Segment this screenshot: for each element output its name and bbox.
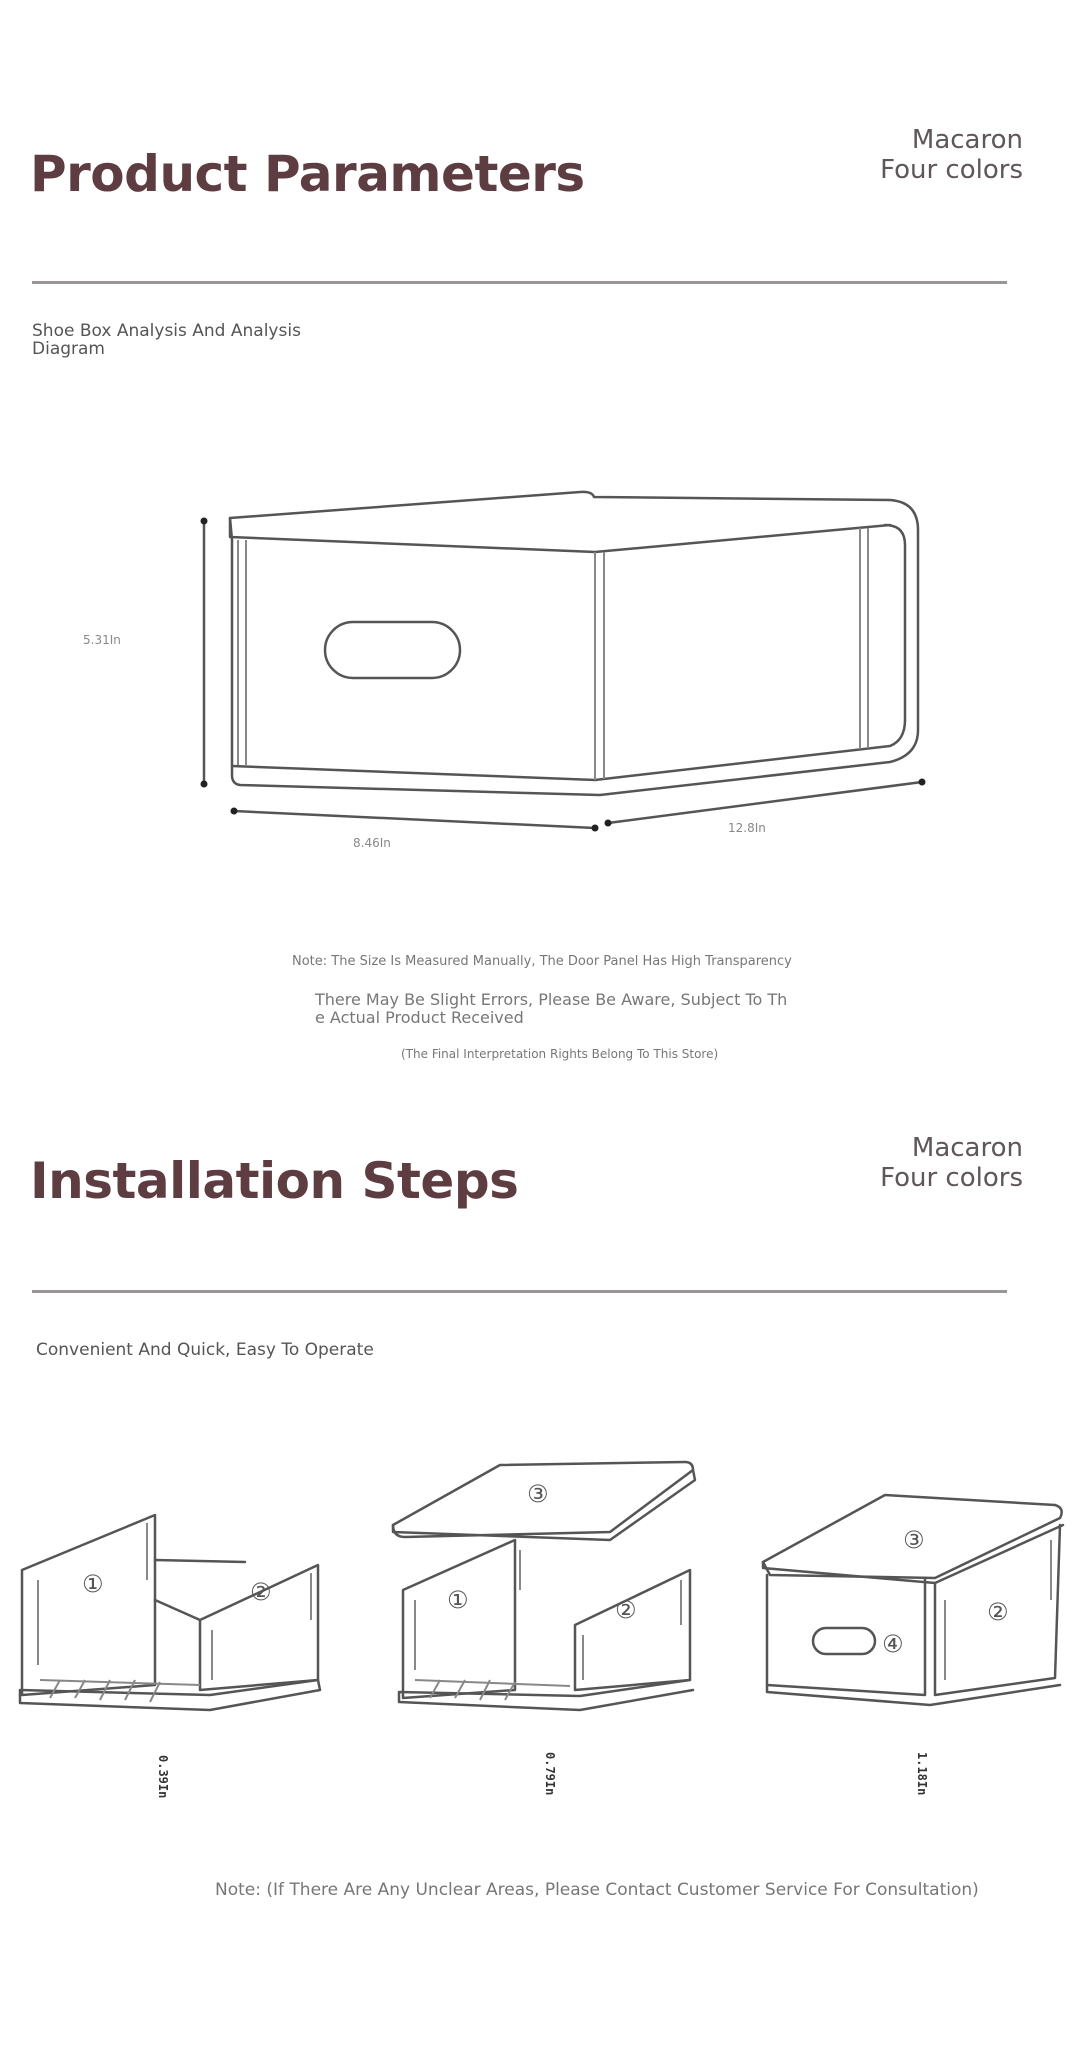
note-rights: (The Final Interpretation Rights Belong … <box>401 1047 719 1061</box>
note-measurement: Note: The Size Is Measured Manually, The… <box>292 954 792 969</box>
part-3-label: ③ <box>903 1526 925 1554</box>
part-2-label: ② <box>250 1578 272 1606</box>
step-2-measure: 0.79In <box>543 1752 557 1796</box>
dimension-width: 8.46In <box>353 836 391 850</box>
step-1-diagram: ① ② <box>18 1513 322 1712</box>
shoe-box-diagram <box>200 490 926 832</box>
brand-line-2: Four colors <box>880 1163 1023 1193</box>
section-subtitle: Convenient And Quick, Easy To Operate <box>36 1340 374 1360</box>
section-subtitle: Shoe Box Analysis And Analysis Diagram <box>32 321 301 359</box>
dimension-height: 5.31In <box>83 633 121 647</box>
brand-label-2: Macaron Four colors <box>880 1133 1023 1193</box>
handle-cutout <box>323 620 462 680</box>
part-1-label: ① <box>447 1586 469 1614</box>
page-title-product-parameters: Product Parameters <box>30 145 585 203</box>
dimension-depth: 12.8In <box>728 821 766 835</box>
step-2-diagram: ③ ① ② <box>391 1460 697 1712</box>
brand-line-1: Macaron <box>911 125 1023 155</box>
page-title-installation-steps: Installation Steps <box>30 1152 519 1210</box>
handle-cutout <box>811 1626 877 1656</box>
part-1-label: ① <box>82 1570 104 1598</box>
part-4-label: ④ <box>882 1630 904 1658</box>
note-errors: There May Be Slight Errors, Please Be Aw… <box>315 990 788 1027</box>
step-3-measure: 1.18In <box>915 1752 929 1796</box>
part-2-label: ② <box>615 1596 637 1624</box>
brand-line-2: Four colors <box>880 155 1023 185</box>
divider <box>32 1290 1007 1293</box>
part-3-label: ③ <box>527 1480 549 1508</box>
part-2-label: ② <box>987 1598 1009 1626</box>
bottom-note: Note: (If There Are Any Unclear Areas, P… <box>215 1880 979 1900</box>
step-3-diagram: ③ ④ ② <box>761 1493 1065 1707</box>
brand-label: Macaron Four colors <box>880 125 1023 185</box>
divider <box>32 281 1007 284</box>
brand-line-1: Macaron <box>911 1133 1023 1163</box>
step-1-measure: 0.39In <box>156 1755 170 1799</box>
